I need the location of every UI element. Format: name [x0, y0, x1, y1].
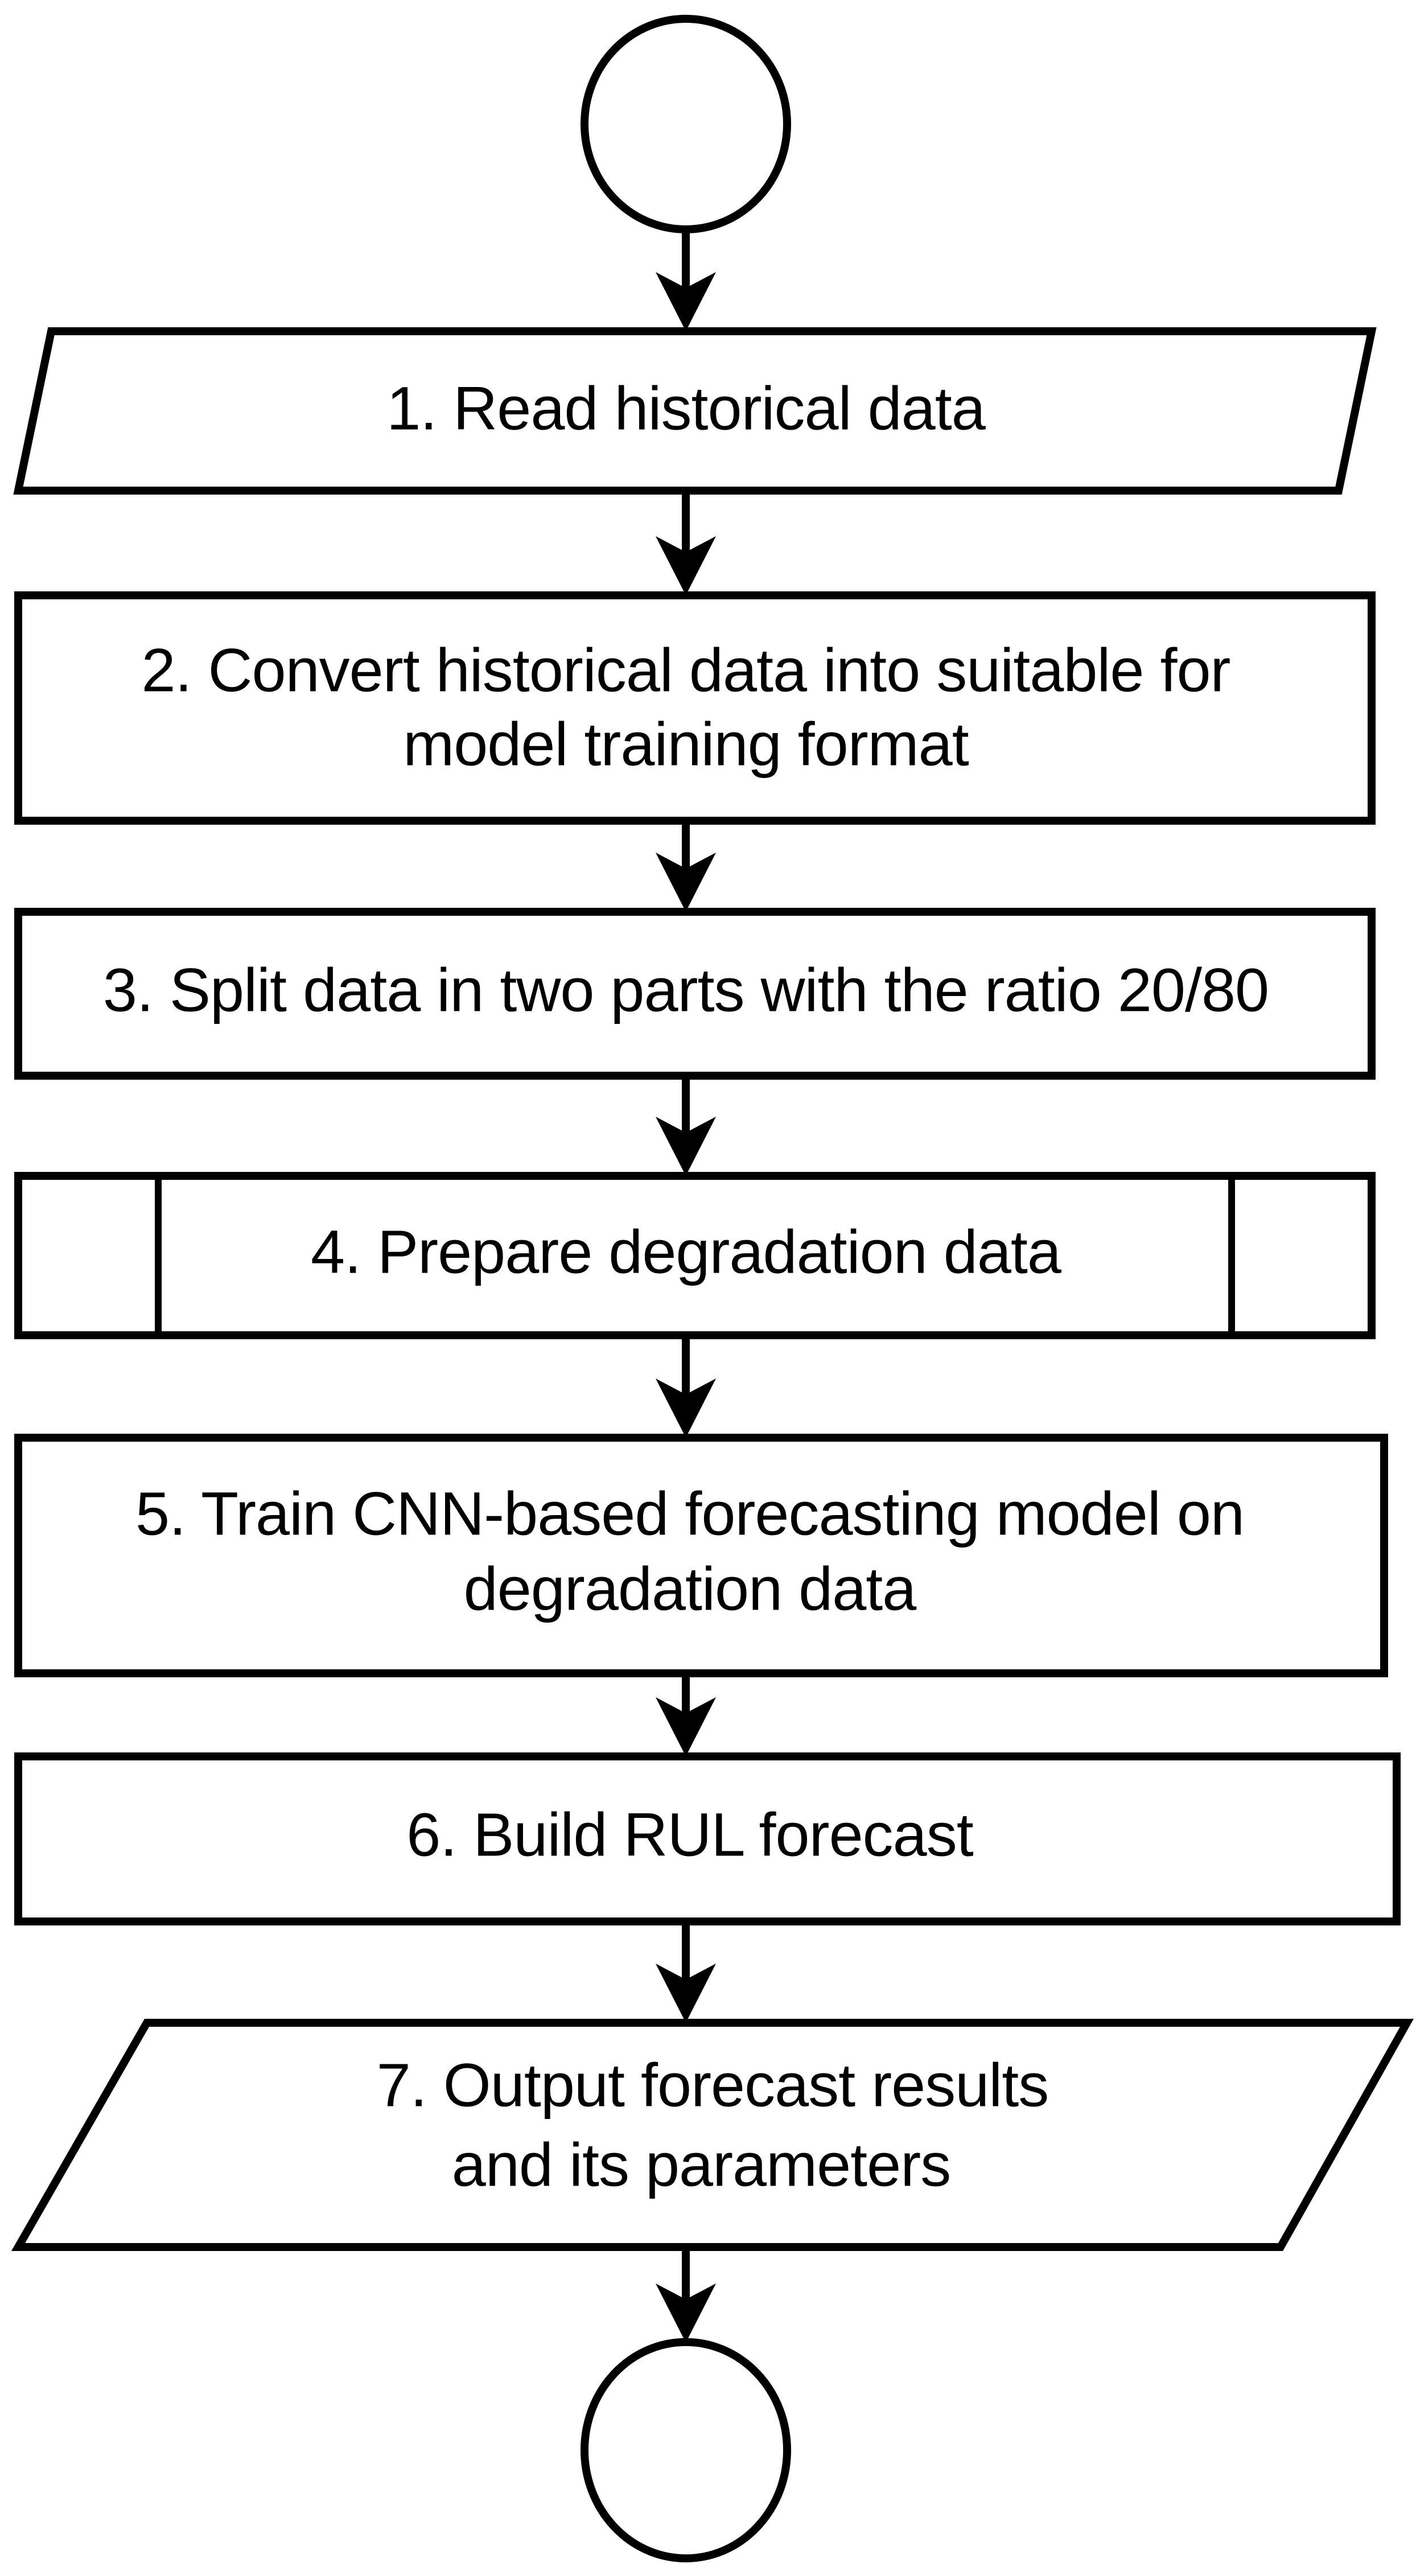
edge-step4-to-step5	[656, 1335, 716, 1438]
arrowhead-icon	[656, 272, 716, 331]
step6-rect[interactable]	[14, 1752, 1401, 1925]
arrowhead-icon	[656, 1117, 716, 1176]
step7-parallelogram[interactable]	[11, 2019, 1414, 2251]
edge-step1-to-step2	[656, 491, 716, 595]
edge-step5-to-step6	[656, 1673, 716, 1756]
step3-label-line1: 3. Split data in two parts with the rati…	[103, 956, 1269, 1024]
end-circle[interactable]	[581, 2338, 791, 2562]
node-step6[interactable]: 6. Build RUL forecast	[14, 1752, 1401, 1925]
step7-label-line2: and its parameters	[452, 2130, 950, 2199]
step2-label-line2: model training format	[403, 710, 969, 779]
node-step4[interactable]: 4. Prepare degradation data	[14, 1172, 1376, 1339]
step4-label-line1: 4. Prepare degradation data	[311, 1217, 1062, 1286]
node-end[interactable]	[581, 2338, 791, 2562]
step1-label-line1: 1. Read historical data	[386, 374, 986, 443]
node-start[interactable]	[581, 15, 791, 233]
arrowhead-icon	[656, 2283, 716, 2343]
step4-rect[interactable]	[14, 1172, 1376, 1339]
step5-rect[interactable]	[14, 1434, 1388, 1677]
arrowhead-icon	[656, 1964, 716, 2023]
edge-start-to-step1	[656, 229, 716, 331]
step5-label-line1: 5. Train CNN-based forecasting model on	[135, 1479, 1244, 1548]
arrowhead-icon	[656, 853, 716, 912]
edge-step7-to-end	[656, 2247, 716, 2343]
arrowhead-icon	[656, 1378, 716, 1438]
step7-label-line1: 7. Output forecast results	[377, 2051, 1049, 2120]
step6-label-line1: 6. Build RUL forecast	[406, 1800, 973, 1869]
node-step7[interactable]: 7. Output forecast results and its param…	[11, 2019, 1414, 2251]
edge-step6-to-step7	[656, 1921, 716, 2023]
step1-parallelogram[interactable]	[13, 327, 1377, 495]
step5-label-line2: degradation data	[464, 1554, 917, 1623]
edge-step2-to-step3	[656, 821, 716, 912]
node-step2[interactable]: 2. Convert historical data into suitable…	[14, 591, 1376, 825]
step2-label-line1: 2. Convert historical data into suitable…	[141, 636, 1230, 705]
step3-rect[interactable]	[14, 908, 1376, 1080]
arrowhead-icon	[656, 1697, 716, 1756]
start-circle[interactable]	[581, 15, 791, 233]
node-step3[interactable]: 3. Split data in two parts with the rati…	[14, 908, 1376, 1080]
step2-rect[interactable]	[14, 591, 1376, 825]
node-step5[interactable]: 5. Train CNN-based forecasting model on …	[14, 1434, 1388, 1677]
edge-step3-to-step4	[656, 1076, 716, 1176]
arrowhead-icon	[656, 536, 716, 595]
node-step1[interactable]: 1. Read historical data	[13, 327, 1377, 495]
